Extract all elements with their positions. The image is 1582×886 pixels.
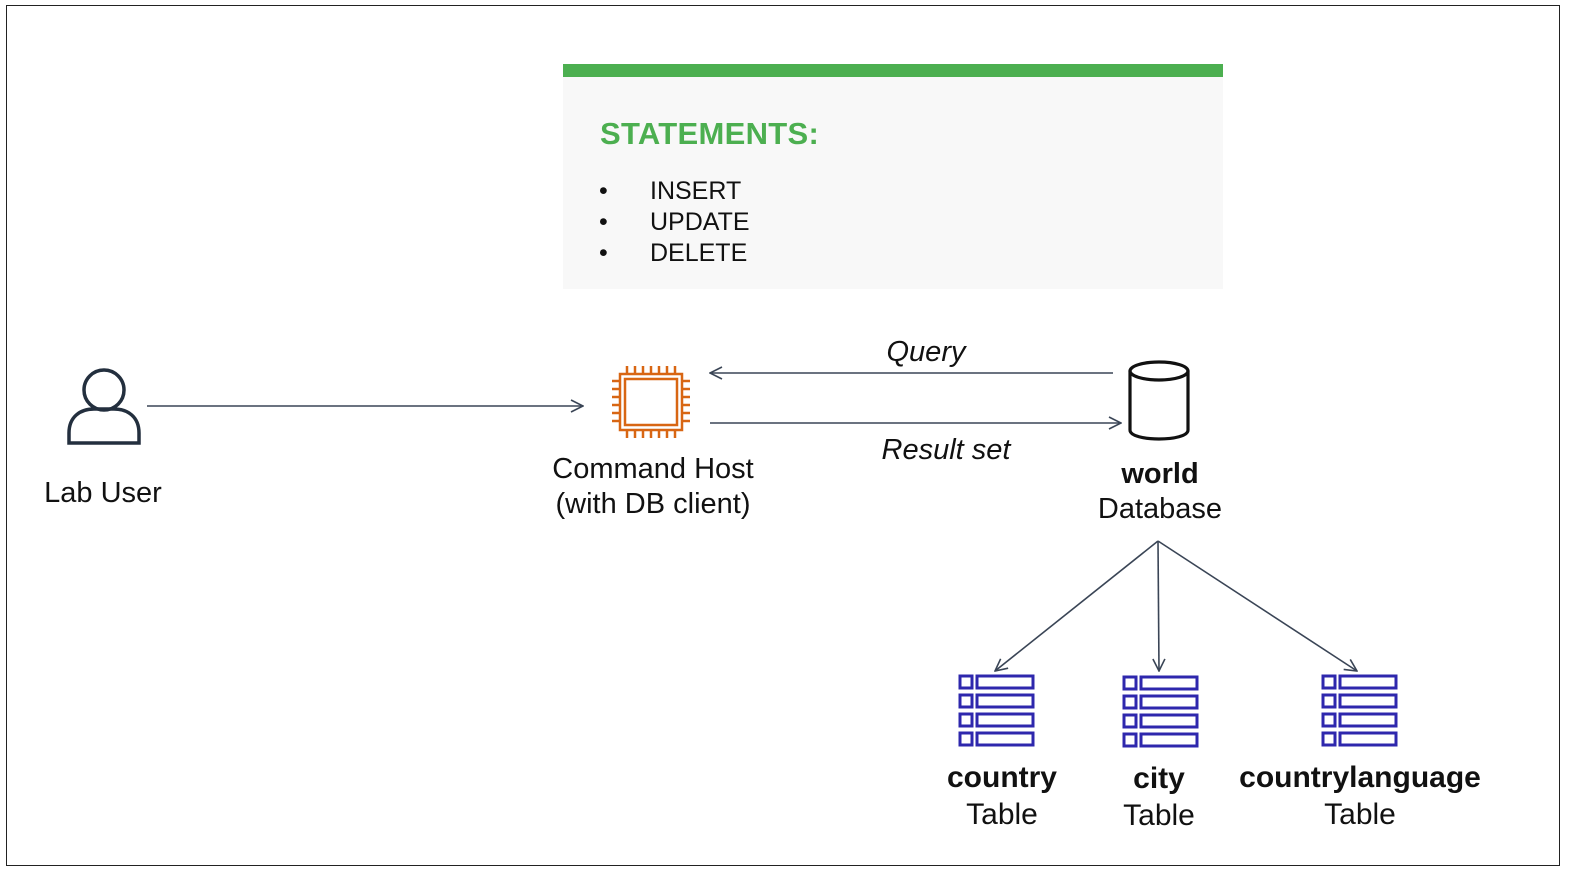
query-label: Query xyxy=(846,335,1006,370)
table-icon xyxy=(958,674,1035,747)
edge-db-to-city xyxy=(1158,540,1159,671)
host-label: Command Host (with DB client) xyxy=(512,452,794,523)
diagram-frame xyxy=(6,5,1560,866)
table-name: country xyxy=(946,761,1057,794)
edge-db-to-countrylanguage xyxy=(1157,540,1357,671)
statement-item: • DELETE xyxy=(599,238,750,269)
statements-accent-bar xyxy=(563,64,1223,77)
user-icon xyxy=(67,368,141,445)
statement-item: • INSERT xyxy=(599,176,750,207)
bullet: • xyxy=(599,208,608,236)
statement-insert: INSERT xyxy=(650,177,742,205)
database-name: world xyxy=(1121,458,1199,490)
host-label-line1: Command Host xyxy=(552,453,754,485)
table-type: Table xyxy=(1324,797,1396,831)
statements-panel: STATEMENTS: • INSERT • UPDATE • DELETE xyxy=(563,64,1223,289)
table-type: Table xyxy=(966,797,1038,831)
database-type: Database xyxy=(1097,493,1223,526)
statement-item: • UPDATE xyxy=(599,207,750,238)
table-name: city xyxy=(1133,762,1185,795)
host-label-line2: (with DB client) xyxy=(555,488,751,521)
result-set-label: Result set xyxy=(856,433,1036,468)
table-name: countrylanguage xyxy=(1239,761,1481,794)
query-label-text: Query xyxy=(886,336,966,368)
user-label-text: Lab User xyxy=(44,477,162,509)
table-type: Table xyxy=(1123,798,1195,832)
chip-icon xyxy=(612,366,690,438)
table-label-country: country Table xyxy=(902,760,1102,833)
table-label-city: city Table xyxy=(1089,761,1229,834)
statement-delete: DELETE xyxy=(650,239,748,267)
result-set-label-text: Result set xyxy=(881,434,1011,466)
bullet: • xyxy=(599,177,608,205)
database-icon xyxy=(1128,360,1190,441)
table-icon xyxy=(1122,675,1199,748)
statement-update: UPDATE xyxy=(650,208,750,236)
statements-title: STATEMENTS: xyxy=(600,116,820,151)
table-icon xyxy=(1321,674,1398,747)
statements-list: • INSERT • UPDATE • DELETE xyxy=(599,176,750,269)
table-label-countrylanguage: countrylanguage Table xyxy=(1218,760,1502,833)
user-label: Lab User xyxy=(18,476,188,511)
bullet: • xyxy=(599,239,608,267)
edge-db-to-country xyxy=(995,540,1159,671)
database-label: world Database xyxy=(1070,457,1250,528)
